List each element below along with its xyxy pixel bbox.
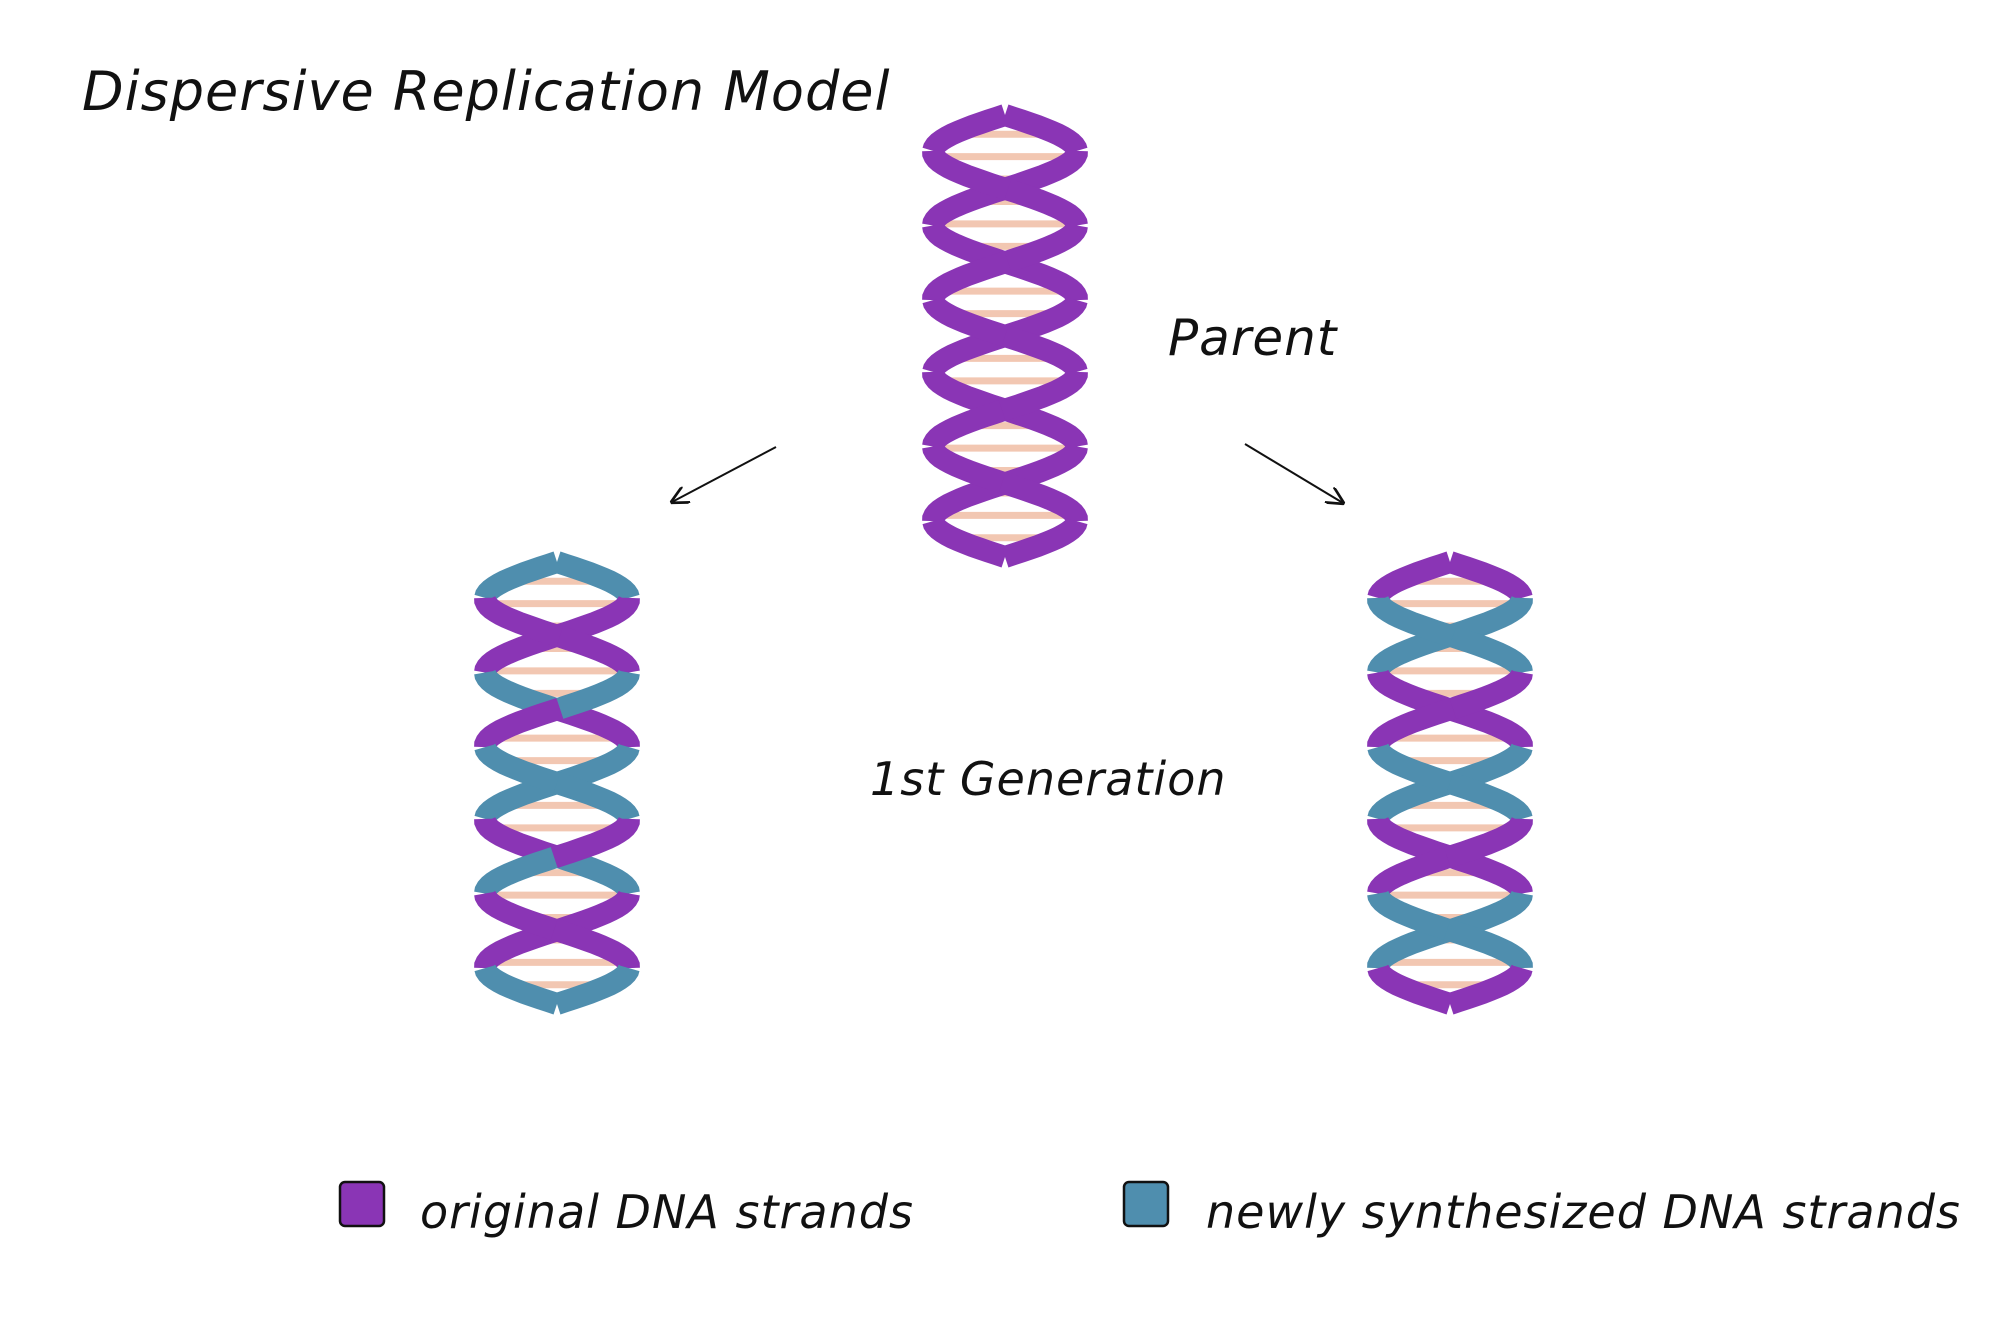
dna-strand-segment	[553, 551, 640, 602]
dna-strand-segment	[553, 743, 640, 794]
dna-strand-segment	[474, 626, 558, 676]
dna-strand-segment	[474, 697, 564, 749]
dna-strand-segment	[922, 222, 1006, 272]
dna-strand-segment	[922, 250, 1012, 302]
dna-strand-segment	[1367, 890, 1451, 940]
dna-strand-segment	[1446, 964, 1533, 1015]
dna-strand-segment	[1443, 918, 1533, 970]
dna-strand-segment	[474, 551, 561, 602]
legend-label-new: newly synthesized DNA strands	[1206, 1185, 1961, 1239]
dna-strand-segment	[1449, 890, 1533, 940]
dna-strand-segment	[1367, 964, 1454, 1015]
dna-strand-segment	[550, 918, 640, 970]
dna-strand-segment	[1446, 551, 1533, 602]
dna-strand-segment	[1004, 179, 1088, 229]
dna-strand-segment	[1367, 743, 1454, 794]
dna-strand-segment	[553, 964, 640, 1015]
diagram-title: Dispersive Replication Model	[82, 60, 890, 123]
dna-strand-segment	[998, 471, 1088, 523]
dna-strand-segment	[1367, 626, 1451, 676]
dna-strand-segment	[922, 400, 1006, 450]
dna-strand-segment	[556, 847, 640, 897]
dna-strand-segment	[1443, 817, 1533, 869]
dna-strand-segment	[474, 596, 564, 648]
dna-strand-segment	[1001, 325, 1088, 376]
dna-strand-segment	[556, 890, 640, 940]
dna-strand-segment	[998, 370, 1088, 422]
dna-strand-segment	[1367, 847, 1451, 897]
generation-label: 1st Generation	[870, 752, 1227, 806]
dna-strand-segment	[1449, 847, 1533, 897]
dna-strand-segment	[1446, 772, 1533, 823]
legend: original DNA strands newly synthesized D…	[338, 1180, 1961, 1239]
dna-strand-segment	[922, 104, 1009, 155]
left-daughter-dna-helix	[474, 551, 640, 1015]
dna-strand-segment	[1367, 697, 1457, 749]
dna-strand-segment	[1367, 551, 1454, 602]
dna-strand-segment	[1004, 400, 1088, 450]
dna-strand-segment	[1367, 596, 1457, 648]
dna-strand-segment	[474, 964, 561, 1015]
arrow-to-left-daughter	[672, 446, 777, 502]
legend-swatch-new	[1122, 1180, 1170, 1228]
dna-strand-segment	[1367, 772, 1454, 823]
dna-strand-segment	[922, 296, 1009, 347]
dna-strand-segment	[1004, 222, 1088, 272]
legend-swatch-original	[338, 1180, 386, 1228]
dna-strand-segment	[1446, 743, 1533, 794]
dna-strand-segment	[922, 517, 1009, 568]
legend-label-original: original DNA strands	[420, 1185, 914, 1239]
dna-strand-segment	[553, 772, 640, 823]
dna-strand-segment	[474, 772, 561, 823]
dna-strand-segment	[474, 890, 558, 940]
dna-strand-segment	[556, 626, 640, 676]
dna-strand-segment	[474, 669, 558, 719]
dna-strand-segment	[474, 743, 561, 794]
dna-strand-segment	[1001, 517, 1088, 568]
dna-strand-segment	[922, 325, 1009, 376]
parent-dna-helix	[922, 104, 1088, 568]
dna-strand-segment	[1449, 626, 1533, 676]
dna-strand-segment	[550, 817, 640, 869]
dna-strand-segment	[474, 847, 558, 897]
parent-label: Parent	[1168, 309, 1339, 367]
dna-strand-segment	[1367, 669, 1451, 719]
dna-strand-segment	[922, 179, 1006, 229]
dna-strand-segment	[556, 669, 640, 719]
dna-strand-segment	[922, 443, 1006, 493]
dna-strand-segment	[1001, 104, 1088, 155]
right-daughter-dna-helix	[1367, 551, 1533, 1015]
dna-strand-segment	[922, 149, 1012, 201]
dna-strand-segment	[1004, 443, 1088, 493]
dna-strand-segment	[1001, 296, 1088, 347]
dna-strand-segment	[1449, 669, 1533, 719]
arrow-to-right-daughter	[1244, 443, 1343, 503]
